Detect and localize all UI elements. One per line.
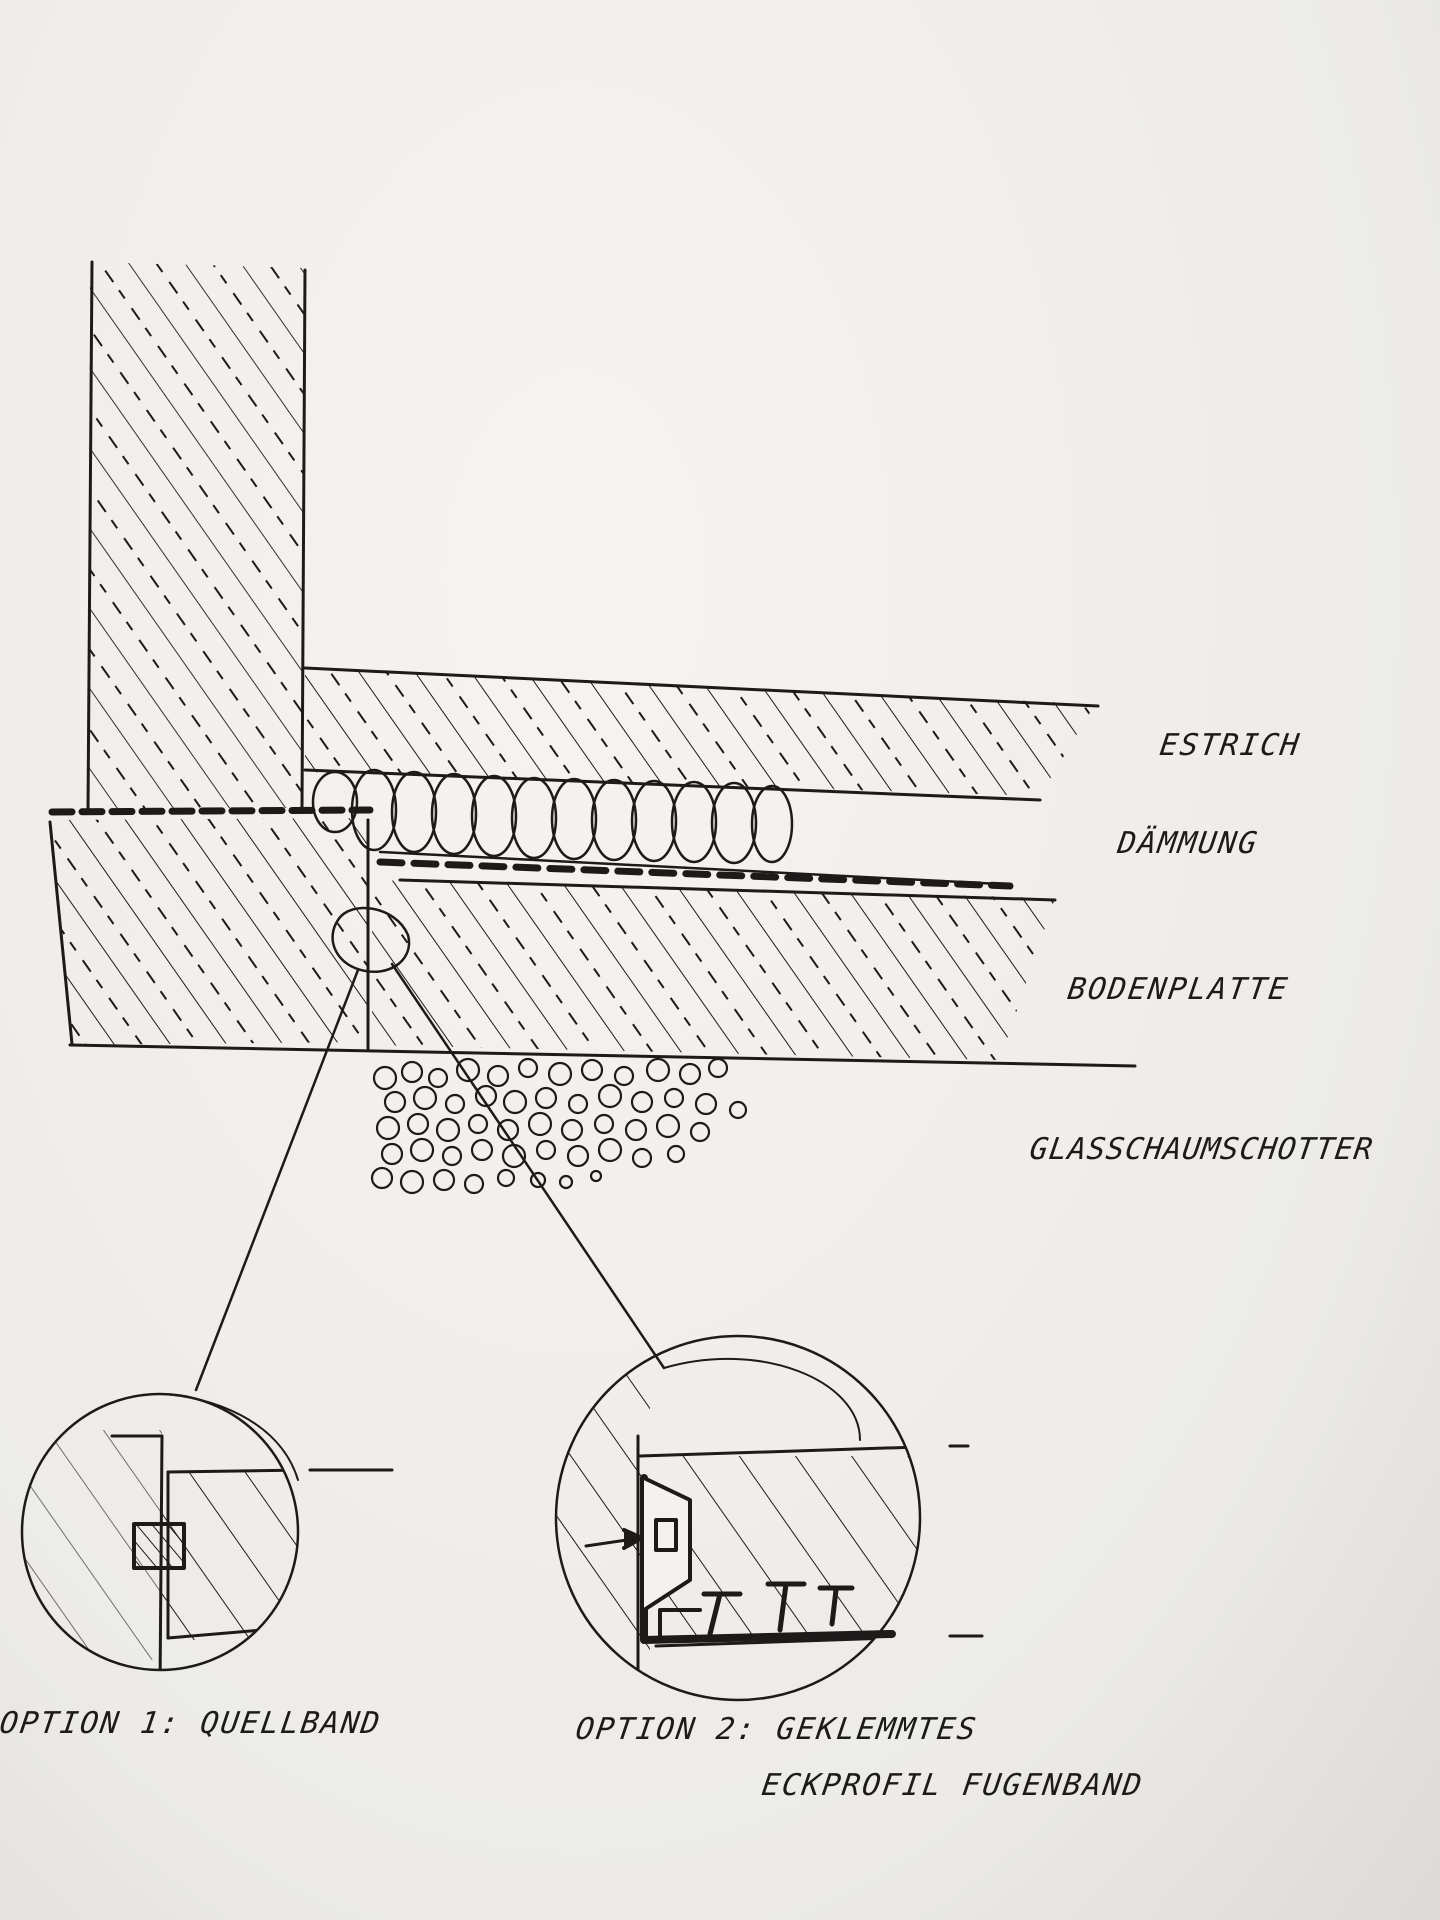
estrich-layer bbox=[303, 666, 1100, 802]
quellband-profile bbox=[132, 1522, 186, 1570]
wall bbox=[86, 260, 307, 812]
label-daemmung: DÄMMUNG bbox=[1115, 826, 1261, 861]
membrane bbox=[48, 806, 1014, 890]
label-glasschaumschotter: GLASSCHAUMSCHOTTER bbox=[1027, 1132, 1376, 1167]
bodenplatte-layer bbox=[68, 818, 1137, 1068]
label-estrich: ESTRICH bbox=[1157, 728, 1303, 763]
label-option2-line2: ECKPROFIL FUGENBAND bbox=[759, 1768, 1146, 1803]
label-option2-line1: OPTION 2: GEKLEMMTES bbox=[573, 1712, 980, 1747]
eckprofil-fugenband bbox=[584, 1474, 896, 1644]
label-option1: OPTION 1: QUELLBAND bbox=[0, 1706, 384, 1741]
wall-foundation bbox=[48, 818, 370, 1046]
option1-detail bbox=[20, 1392, 394, 1672]
label-bodenplatte: BODENPLATTE bbox=[1065, 972, 1292, 1007]
option2-detail bbox=[554, 1334, 984, 1702]
glasschaumschotter-layer bbox=[370, 1057, 748, 1195]
detail-marker bbox=[194, 906, 666, 1392]
daemmung-layer bbox=[311, 768, 1002, 886]
